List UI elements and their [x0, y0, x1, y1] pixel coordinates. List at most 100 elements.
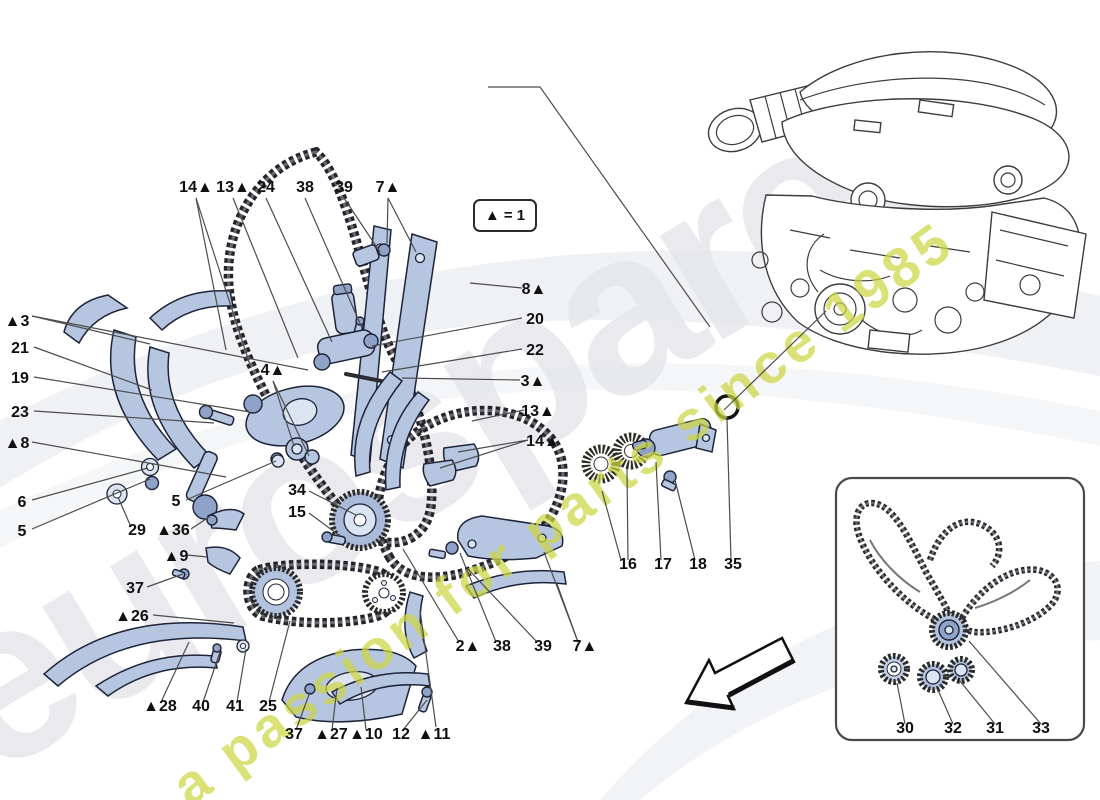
part-label-20: 20	[526, 311, 544, 328]
guide-rails-bottom	[42, 591, 431, 723]
leader-line	[539, 86, 711, 328]
part-label-30: 30	[896, 720, 914, 737]
legend-box: ▲ = 1	[473, 199, 537, 232]
part-label-34: 34	[288, 482, 306, 499]
part-label-tri9: ▲9	[164, 548, 189, 565]
leader-line	[467, 568, 538, 643]
leader-line	[959, 680, 996, 725]
inset-detail-box	[834, 476, 1086, 742]
part-label-37: 37	[285, 726, 303, 743]
leader-line	[308, 490, 357, 516]
leader-line	[723, 310, 827, 411]
leader-line	[117, 496, 132, 528]
leader-line	[381, 348, 523, 373]
part-label-22: 22	[526, 342, 544, 359]
leader-line	[195, 197, 251, 366]
timing-chain-exploded-drawing	[42, 152, 740, 723]
part-label-6: 6	[18, 494, 27, 511]
part-label-7tri: 7▲	[573, 638, 598, 655]
leader-line	[272, 380, 310, 457]
part-label-7tri: 7▲	[376, 179, 401, 196]
leader-line	[31, 467, 149, 501]
part-label-12: 12	[392, 726, 410, 743]
hydraulic-tensioner	[631, 417, 717, 492]
leader-line	[459, 552, 497, 643]
part-label-2tri: 2▲	[456, 638, 481, 655]
legend-text: ▲ = 1	[484, 207, 526, 224]
leader-line	[232, 197, 299, 359]
part-label-tri28: ▲28	[143, 698, 177, 715]
leader-line	[402, 548, 460, 643]
leader-line	[202, 651, 221, 703]
part-label-14tri: 14▲	[526, 433, 560, 450]
leader-line	[272, 380, 295, 447]
leader-line	[160, 641, 190, 703]
part-label-5: 5	[172, 493, 181, 510]
part-label-16: 16	[619, 556, 637, 573]
leader-line	[360, 686, 367, 731]
leader-line	[674, 479, 696, 561]
leader-line	[31, 478, 151, 530]
part-label-31: 31	[986, 720, 1004, 737]
leader-line	[402, 699, 428, 731]
part-label-13tri: 13▲	[216, 179, 250, 196]
leader-line	[33, 376, 251, 413]
leader-line	[146, 573, 184, 588]
inset-sprockets	[878, 610, 975, 693]
leader-line	[386, 197, 389, 244]
crankshaft-gear	[249, 565, 406, 619]
part-label-38: 38	[493, 638, 511, 655]
leader-line	[556, 583, 579, 643]
leader-line	[937, 689, 954, 725]
bushings	[270, 437, 320, 468]
direction-arrow	[684, 636, 796, 711]
leader-line	[304, 197, 363, 329]
part-label-39: 39	[335, 179, 353, 196]
leader-line	[439, 439, 529, 469]
leader-line	[387, 197, 417, 253]
leader-line	[896, 682, 906, 725]
leader-line	[265, 197, 333, 343]
leader-line	[31, 315, 309, 371]
brackets-right	[428, 515, 567, 599]
leader-line	[31, 441, 227, 478]
leader-line	[236, 648, 247, 703]
part-label-41: 41	[226, 698, 244, 715]
fasteners-left	[106, 404, 235, 520]
leader-line	[33, 410, 215, 424]
part-label-tri11: ▲11	[418, 726, 451, 743]
leader-line	[655, 461, 662, 561]
leader-line	[371, 317, 523, 347]
part-label-19: 19	[11, 370, 29, 387]
leader-line	[331, 687, 338, 731]
part-label-18: 18	[689, 556, 707, 573]
leader-line	[457, 439, 529, 453]
part-label-tri26: ▲26	[115, 608, 149, 625]
leader-line	[968, 640, 1042, 725]
leader-line	[33, 346, 153, 391]
part-label-40: 40	[192, 698, 210, 715]
part-label-33: 33	[1032, 720, 1050, 737]
engine-overview-drawing	[707, 51, 1087, 355]
part-label-14tri: 14▲	[179, 179, 213, 196]
part-label-8tri: 8▲	[522, 281, 547, 298]
leader-line	[185, 460, 277, 501]
leader-line	[308, 512, 341, 537]
leader-line	[268, 620, 291, 703]
leader-line	[626, 468, 629, 561]
chain-tensioner-upper	[313, 283, 398, 386]
pivot-guides	[171, 508, 245, 580]
leader-line	[401, 377, 521, 381]
guide-blades-center	[353, 370, 480, 491]
leader-line	[469, 282, 523, 289]
part-label-35: 35	[724, 556, 742, 573]
part-label-3tri: 3▲	[521, 373, 546, 390]
part-label-tri27: ▲27	[314, 726, 348, 743]
leader-lines	[31, 86, 1042, 731]
part-label-tri8: ▲8	[5, 435, 30, 452]
part-label-tri3: ▲3	[5, 313, 30, 330]
leader-line	[152, 614, 235, 624]
part-label-38: 38	[296, 179, 314, 196]
leader-line	[343, 197, 381, 253]
